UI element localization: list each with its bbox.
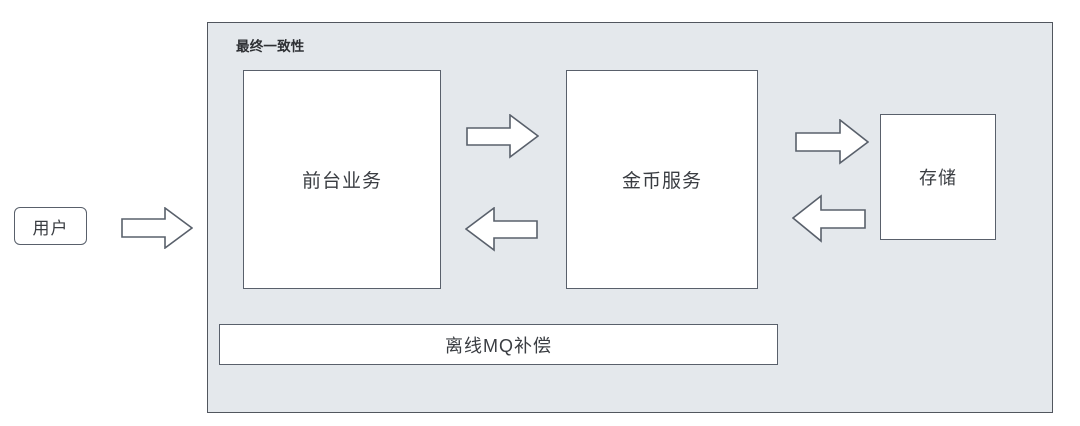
arrow-user-to-frontend-icon xyxy=(121,207,193,249)
node-user-label: 用户 xyxy=(32,218,69,238)
container-title: 最终一致性 xyxy=(236,39,305,54)
arrow-coin-to-storage-icon xyxy=(795,119,869,165)
node-offline-mq-compensation-label: 离线MQ补偿 xyxy=(445,335,552,356)
node-user[interactable]: 用户 xyxy=(14,207,87,245)
arrow-coin-to-frontend-icon xyxy=(465,207,538,252)
node-storage-label: 存储 xyxy=(919,168,957,188)
node-frontend-business[interactable]: 前台业务 xyxy=(243,70,441,289)
node-frontend-business-label: 前台业务 xyxy=(301,171,382,192)
node-offline-mq-compensation[interactable]: 离线MQ补偿 xyxy=(219,324,778,365)
arrow-storage-to-coin-icon xyxy=(792,194,866,243)
node-coin-service[interactable]: 金币服务 xyxy=(566,70,758,289)
node-coin-service-label: 金币服务 xyxy=(621,171,702,192)
node-storage[interactable]: 存储 xyxy=(880,114,996,240)
arrow-frontend-to-coin-icon xyxy=(466,114,539,159)
